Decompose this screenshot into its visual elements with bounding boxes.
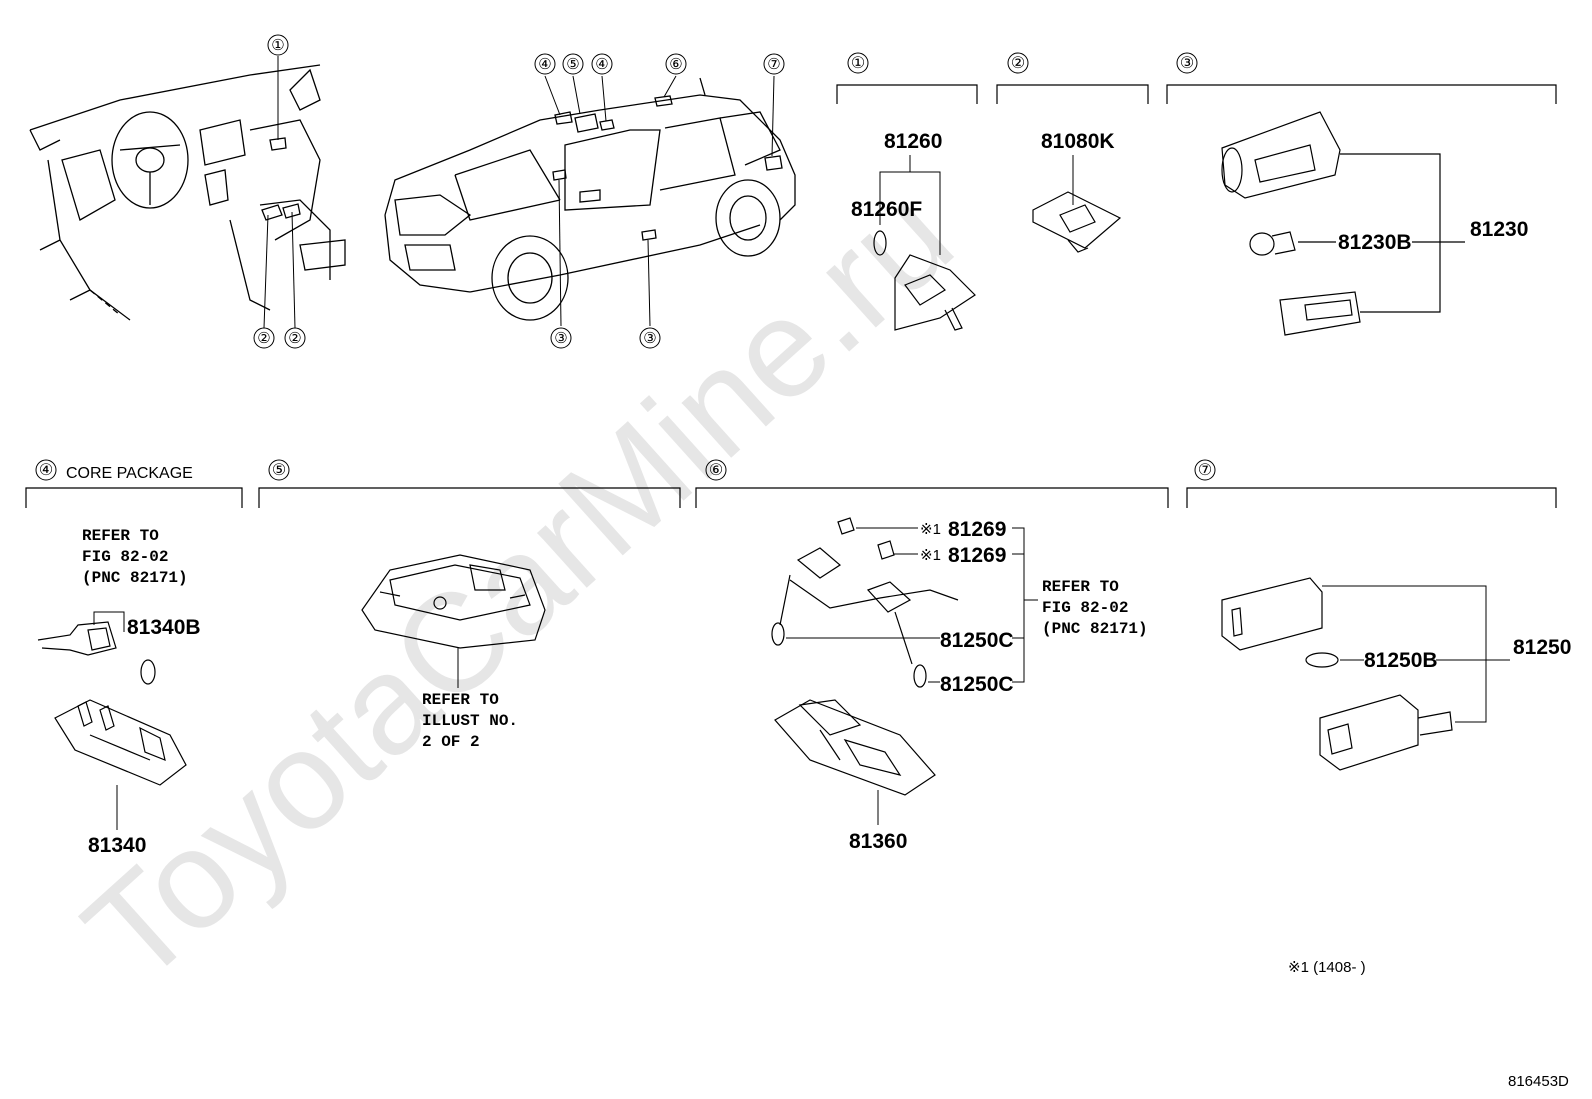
callout-dash-2b[interactable]: ② — [284, 327, 306, 349]
part-number-81269-b[interactable]: 81269 — [948, 544, 1006, 567]
part-number-81360[interactable]: 81360 — [849, 830, 907, 853]
callout-label: ③ — [643, 330, 656, 347]
part-number-81250b[interactable]: 81250B — [1364, 649, 1438, 672]
map-lamp-assy-icon — [1221, 111, 1361, 336]
section-4: REFER TO FIG 82-02 (PNC 82171) 81340B 81… — [37, 527, 201, 857]
callout-dash-1[interactable]: ① — [267, 34, 289, 56]
part-number-81080k[interactable]: 81080K — [1041, 130, 1115, 153]
callout-label: ⑥ — [669, 56, 682, 73]
callout-label: ⑤ — [566, 56, 579, 73]
callout-car-7[interactable]: ⑦ — [763, 53, 785, 75]
section-2-header: ② — [1007, 52, 1029, 74]
refer-line-2: FIG 82-02 — [1042, 599, 1128, 617]
callout-car-3b[interactable]: ③ — [639, 327, 661, 349]
part-number-81260[interactable]: 81260 — [884, 130, 942, 153]
part-number-81260f[interactable]: 81260F — [851, 198, 922, 221]
callout-label: ② — [288, 330, 301, 347]
luggage-lamp-icon — [1221, 577, 1453, 771]
section-3-header: ③ — [1176, 52, 1198, 74]
refer-line-3: (PNC 82171) — [1042, 620, 1148, 638]
callout-car-6[interactable]: ⑥ — [665, 53, 687, 75]
refer-illust-line-3: 2 OF 2 — [422, 733, 480, 751]
section-1-header: ① — [847, 52, 869, 74]
section-7-header: ⑦ — [1194, 459, 1216, 481]
callout-label: ① — [271, 37, 284, 54]
dome-lamp-wiring-icon — [771, 517, 959, 688]
section-4-header: ④ — [35, 459, 57, 481]
room-lamp-switch-icon — [873, 230, 976, 331]
section-5-header: ⑤ — [268, 459, 290, 481]
svg-text:①: ① — [851, 55, 865, 72]
footnote: ※1 (1408- ) — [1288, 959, 1366, 976]
callout-dash-2a[interactable]: ② — [253, 327, 275, 349]
vehicle-illustration — [384, 77, 796, 321]
callout-label: ⑦ — [767, 56, 780, 73]
section-4-title: CORE PACKAGE — [66, 465, 193, 482]
part-number-81340b[interactable]: 81340B — [127, 616, 201, 639]
callout-label: ② — [257, 330, 270, 347]
part-number-81230b[interactable]: 81230B — [1338, 231, 1412, 254]
vanity-lamp-icon — [54, 699, 187, 786]
section-6-header: ⑥ — [705, 459, 727, 481]
refer-line-1: REFER TO — [1042, 578, 1119, 596]
callout-label: ④ — [538, 56, 551, 73]
section-2: 81080K — [1032, 130, 1122, 253]
callout-car-5[interactable]: ⑤ — [562, 53, 584, 75]
door-courtesy-switch-icon — [1032, 191, 1122, 253]
part-number-81250c-b[interactable]: 81250C — [940, 673, 1014, 696]
note-mark-1: ※1 — [920, 521, 941, 538]
watermark: ToyotaCarMine.ru — [55, 156, 981, 1012]
svg-text:⑤: ⑤ — [272, 462, 286, 479]
callout-car-4a[interactable]: ④ — [534, 53, 556, 75]
section-7: 81250B 81250 — [1221, 577, 1571, 771]
section-5: REFER TO ILLUST NO. 2 OF 2 — [361, 554, 546, 751]
part-number-81250[interactable]: 81250 — [1513, 636, 1571, 659]
part-number-81269-a[interactable]: 81269 — [948, 518, 1006, 541]
illustration-id: 816453D — [1508, 1073, 1569, 1090]
svg-text:④: ④ — [39, 462, 53, 479]
svg-text:②: ② — [1011, 55, 1025, 72]
callout-label: ④ — [595, 56, 608, 73]
dome-lamp-housing-icon — [774, 699, 936, 796]
callout-car-3a[interactable]: ③ — [550, 327, 572, 349]
part-number-81230[interactable]: 81230 — [1470, 218, 1528, 241]
section-1: 81260 81260F — [851, 130, 976, 331]
callout-car-4b[interactable]: ④ — [591, 53, 613, 75]
vanity-lamp-socket-icon — [37, 621, 156, 685]
svg-text:⑥: ⑥ — [709, 462, 723, 479]
refer-line-2: FIG 82-02 — [82, 548, 168, 566]
part-number-81340[interactable]: 81340 — [88, 834, 146, 857]
note-mark-2: ※1 — [920, 547, 941, 564]
refer-line-1: REFER TO — [82, 527, 159, 545]
overview-callouts: ① ② ② ④ ⑤ ④ ⑥ ⑦ ③ ③ — [253, 34, 785, 349]
refer-line-3: (PNC 82171) — [82, 569, 188, 587]
section-6: ※1 ※1 81269 81269 81250C 81250C REFER TO… — [771, 517, 1148, 853]
refer-illust-line-1: REFER TO — [422, 691, 499, 709]
refer-illust-line-2: ILLUST NO. — [422, 712, 518, 730]
roof-console-lamp-icon — [361, 554, 546, 649]
svg-text:⑦: ⑦ — [1198, 462, 1212, 479]
callout-label: ③ — [554, 330, 567, 347]
section-3: 81230B 81230 — [1221, 111, 1528, 336]
part-number-81250c-a[interactable]: 81250C — [940, 629, 1014, 652]
dashboard-illustration — [29, 64, 346, 321]
svg-text:③: ③ — [1180, 55, 1194, 72]
